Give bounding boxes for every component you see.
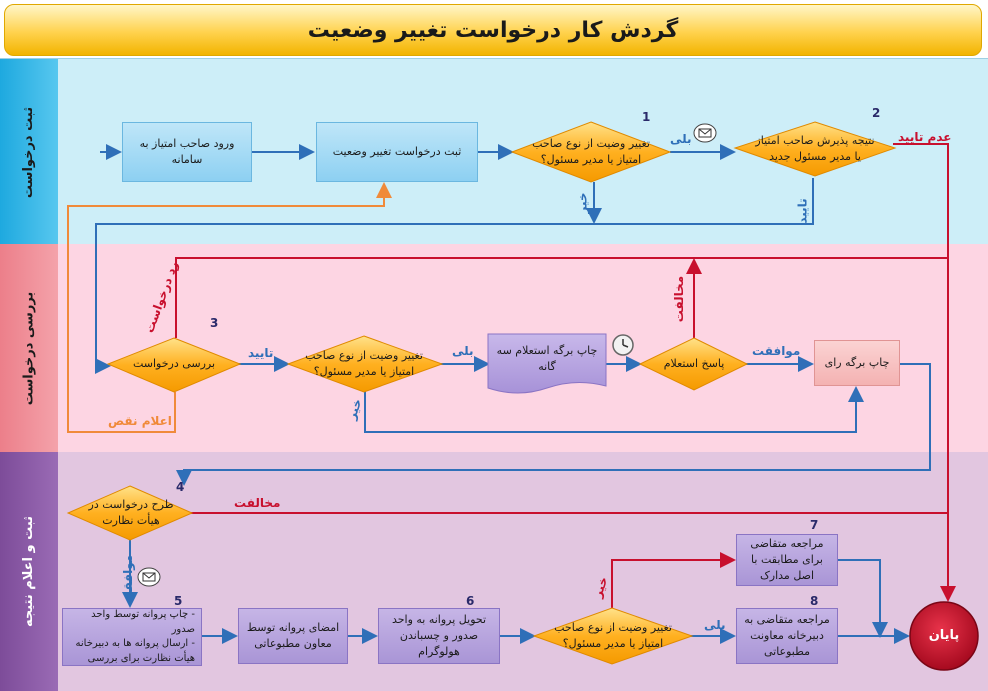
box-match-documents: مراجعه متقاضی برای مطابقت با اصل مدارک	[736, 534, 838, 586]
end-label: پایان	[928, 627, 960, 643]
label-agree-result: موافقت	[121, 554, 136, 604]
decision-2-number: 2	[872, 106, 881, 120]
box-print-number: 5	[174, 594, 183, 608]
box-match-number: 7	[810, 518, 819, 532]
decision-5-text: پاسخ استعلام	[663, 356, 725, 370]
box-deliver-number: 6	[466, 594, 475, 608]
decision-6	[66, 485, 194, 541]
decision-1	[510, 121, 672, 183]
decision-4-text: تغییر وضیت از نوع صاحب امتیاز یا مدیر مس…	[305, 348, 423, 379]
label-oppose-review: مخالفت	[672, 275, 687, 323]
mail-icon	[693, 123, 717, 143]
document-shape	[487, 333, 607, 394]
box-print-vote: چاپ برگه رای	[814, 340, 900, 386]
decision-1-text: تغییر وضیت از نوع صاحب امتیاز یا مدیر مس…	[532, 136, 650, 167]
box-sign-license: امضای پروانه توسط معاون مطبوعاتی	[238, 608, 348, 664]
decision-3-number: 3	[210, 316, 219, 330]
label-oppose-result: مخالفت	[234, 496, 281, 510]
decision-2-text: نتیجه پذیرش صاحب امتیاز یا مدیر مسئول جد…	[755, 133, 875, 164]
lane-result-header: ثبت و اعلام نتیجه	[0, 452, 58, 691]
label-deficiency: اعلام نقص	[108, 414, 172, 428]
label-yes: بلی	[670, 132, 692, 146]
arrow-deficiency	[67, 182, 392, 433]
label-no: خیر	[575, 192, 590, 214]
box-print-license: - چاپ پروانه توسط واحد صدور - ارسال پروا…	[62, 608, 202, 666]
box-deliver-license: تحویل پروانه به واحد صدور و چسباندن هولو…	[378, 608, 500, 664]
decision-3-text: بررسی درخواست	[132, 356, 216, 370]
arrow-d7-no	[611, 552, 736, 610]
arrow-d2-approve	[95, 178, 814, 374]
label-yes-review: بلی	[452, 344, 474, 358]
clock-icon	[612, 334, 634, 356]
label-agree-review: موافقت	[752, 344, 801, 358]
mail-icon	[137, 567, 161, 587]
end-circle	[909, 601, 979, 671]
box-login: ورود صاحب امتیاز به سامانه	[122, 122, 252, 182]
lane-register-header: ثبت درخواست	[0, 59, 58, 245]
lane-review-header: بررسی درخواست	[0, 244, 58, 452]
box-register-request: ثبت درخواست تغییر وضعیت	[316, 122, 478, 182]
label-approve: تایید	[795, 198, 810, 224]
decision-2	[733, 121, 897, 177]
decision-6-number: 4	[176, 480, 185, 494]
box-office-number: 8	[810, 594, 819, 608]
decision-5	[638, 337, 749, 391]
arrow-d2-not-approve	[893, 143, 956, 602]
document-inquiry: چاپ برگه استعلام سه گانه	[496, 344, 598, 373]
decision-7-text: تغییر وضیت از نوع صاحب امتیاز یا مدیر مس…	[554, 620, 672, 651]
decision-7	[532, 607, 694, 665]
decision-4	[286, 335, 444, 393]
decision-3	[106, 337, 242, 393]
label-yes-result: بلی	[704, 618, 726, 632]
arrow-print-down	[176, 363, 931, 486]
decision-1-number: 1	[642, 110, 651, 124]
arrow-d4-no	[364, 386, 864, 433]
label-approve-review: تایید	[248, 346, 274, 360]
box-office-visit: مراجعه متقاضی به دبیرخانه معاونت مطبوعات…	[736, 608, 838, 664]
decision-6-text: طرح درخواست در هیأت نظارت	[88, 497, 174, 528]
page-title: گردش کار درخواست تغییر وضعیت	[4, 4, 982, 56]
arrow-d3-reject	[175, 257, 948, 338]
label-not-approve: عدم تایید	[898, 130, 952, 144]
arrow-match-end	[838, 559, 888, 638]
